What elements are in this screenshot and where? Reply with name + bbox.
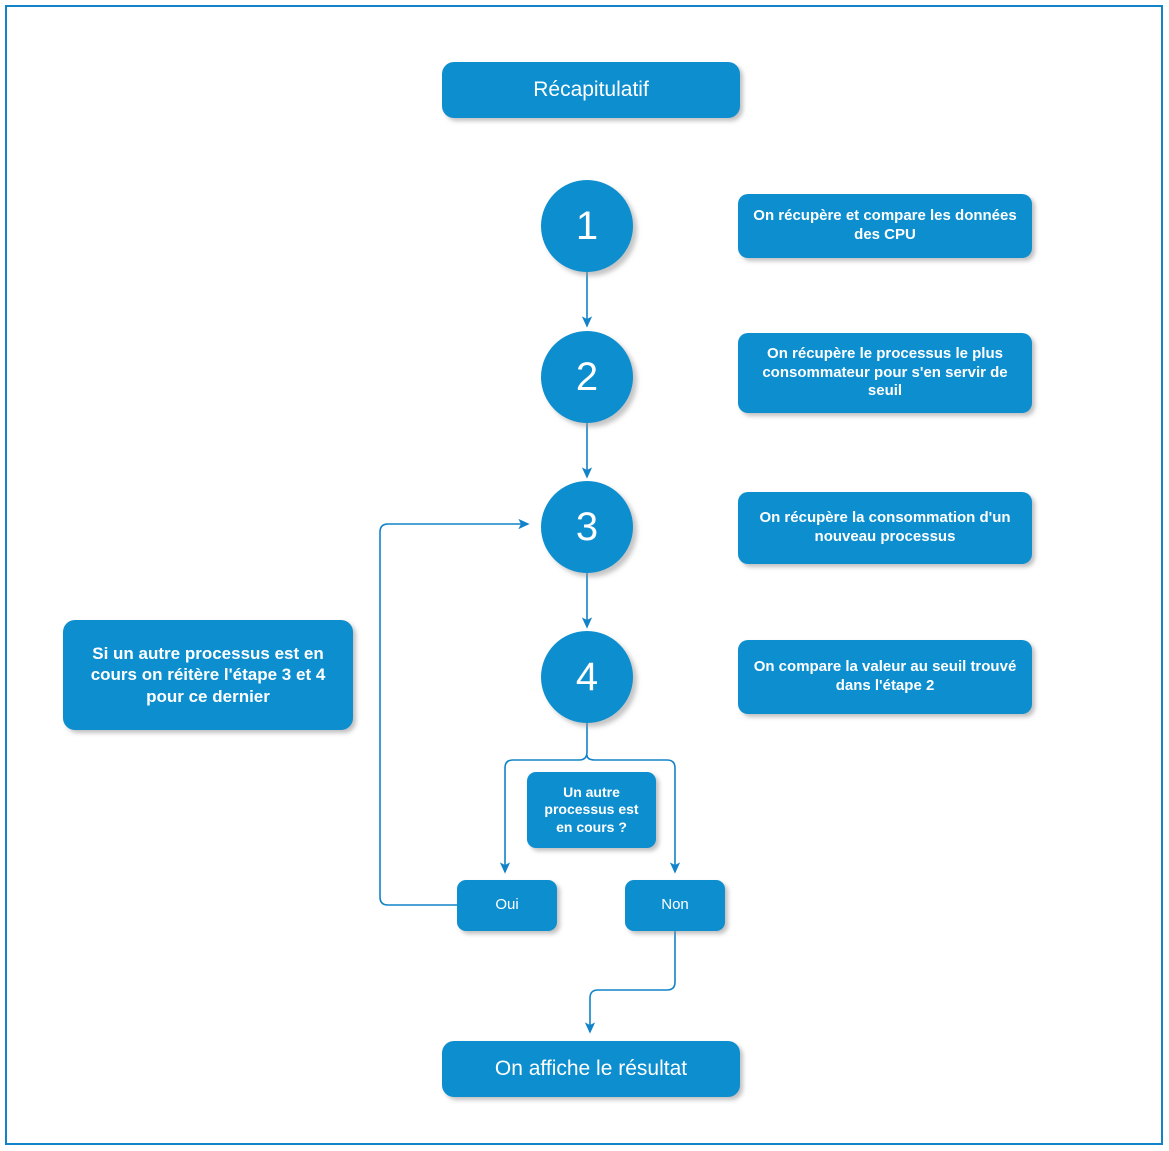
result-node[interactable]: On affiche le résultat	[442, 1041, 740, 1097]
step-note-1[interactable]: On récupère et compare les données des C…	[738, 194, 1032, 258]
step-note-4-label: On compare la valeur au seuil trouvé dan…	[753, 658, 1017, 694]
connector-non-result	[584, 931, 676, 1034]
branch-no-label: Non	[661, 896, 689, 914]
step-note-1-label: On récupère et compare les données des C…	[753, 207, 1017, 243]
branch-no[interactable]: Non	[625, 880, 725, 931]
step-note-2-label: On récupère le processus le plus consomm…	[762, 344, 1008, 400]
loop-note-label: Si un autre processus est en cours on ré…	[90, 644, 326, 706]
connector-split-non	[586, 754, 681, 874]
branch-yes[interactable]: Oui	[457, 880, 557, 931]
step-circle-3[interactable]: 3	[541, 481, 633, 573]
step-note-4[interactable]: On compare la valeur au seuil trouvé dan…	[738, 640, 1032, 714]
title-node[interactable]: Récapitulatif	[442, 62, 740, 118]
step-circle-4[interactable]: 4	[541, 631, 633, 723]
step-note-3-label: On récupère la consommation d'un nouveau…	[759, 509, 1011, 545]
step-note-2[interactable]: On récupère le processus le plus consomm…	[738, 333, 1032, 413]
connector-oui-loopback	[379, 518, 530, 906]
branch-yes-label: Oui	[495, 896, 519, 914]
loop-note[interactable]: Si un autre processus est en cours on ré…	[63, 620, 353, 730]
step-circle-1[interactable]: 1	[541, 180, 633, 272]
decision-node[interactable]: Un autre processus est en cours ?	[527, 772, 656, 848]
title-node-label: Récapitulatif	[533, 77, 649, 101]
step-circle-4-number: 4	[575, 655, 599, 699]
step-circle-2[interactable]: 2	[541, 331, 633, 423]
decision-node-label: Un autre processus est en cours ?	[544, 783, 639, 835]
result-node-label: On affiche le résultat	[494, 1056, 688, 1080]
step-circle-3-number: 3	[575, 505, 599, 549]
step-circle-1-number: 1	[575, 204, 599, 248]
step-circle-2-number: 2	[575, 355, 599, 399]
step-note-3[interactable]: On récupère la consommation d'un nouveau…	[738, 492, 1032, 564]
